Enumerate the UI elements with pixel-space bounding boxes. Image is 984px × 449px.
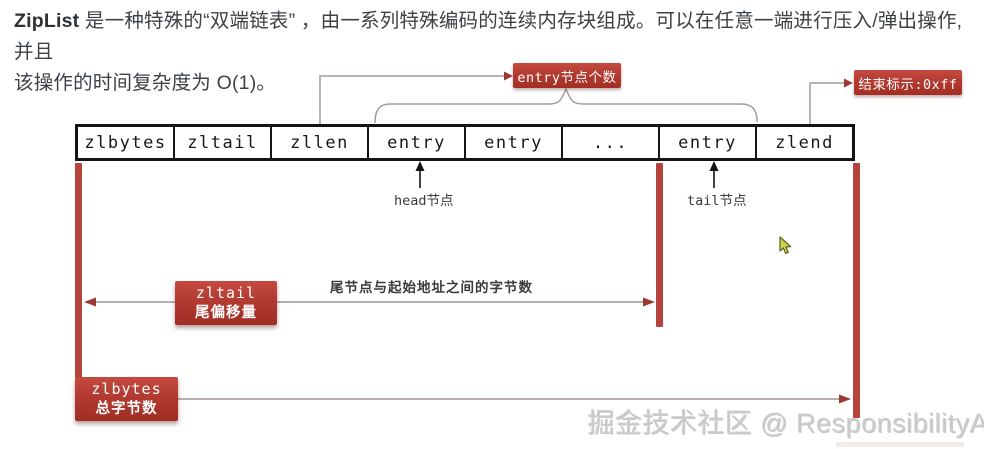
cell-entry-head: entry [369, 127, 466, 158]
zlbytes-total-badge: zlbytes 总字节数 [75, 377, 178, 421]
zltail-measure-left-arrowhead-icon [84, 297, 96, 307]
start-address-bar [75, 163, 82, 378]
tail-entry-offset-bar [656, 163, 663, 327]
entry-count-label: entry节点个数 [517, 69, 617, 86]
bottom-smudge [836, 442, 964, 447]
zltail-badge-subtitle: 尾偏移量 [195, 305, 257, 321]
cell-zllen: zllen [272, 127, 369, 158]
zltail-offset-badge: zltail 尾偏移量 [175, 281, 277, 325]
cell-zltail: zltail [175, 127, 272, 158]
zltail-badge-title: zltail [195, 284, 257, 302]
zlbytes-badge-subtitle: 总字节数 [95, 401, 158, 417]
cell-zlend: zlend [775, 132, 834, 153]
end-address-bar [853, 163, 860, 418]
intro-paragraph: ZipList 是一种特殊的“双端链表” ，由一系列特殊编码的连续内存块组成。可… [14, 6, 976, 99]
tail-node-label: tail节点 [687, 193, 747, 209]
zltail-measure-caption: 尾节点与起始地址之间的字节数 [330, 280, 533, 295]
zltail-measure-right-arrowhead-icon [643, 297, 655, 307]
cell-entry-tail: entry [660, 127, 757, 158]
zlbytes-badge-title: zlbytes [91, 380, 162, 398]
cell-entry: entry [466, 127, 563, 158]
cell-ellipsis: ... [563, 127, 660, 158]
intro-keyword: ZipList [14, 10, 80, 32]
end-marker-badge: 结束标示:0xff [854, 70, 962, 95]
head-node-arrowhead-icon [415, 161, 425, 171]
watermark-text: 掘金技术社区 @ ResponsibilityAmbiti [588, 409, 984, 439]
cell-zlbytes: zlbytes [78, 127, 175, 158]
end-marker-label: 结束标示:0xff [858, 76, 958, 93]
entry-count-badge: entry节点个数 [513, 63, 621, 88]
ziplist-structure-row: zlbytes zltail zllen entry entry ... ent… [75, 124, 855, 161]
head-node-label: head节点 [394, 193, 454, 209]
tail-node-arrowhead-icon [709, 161, 719, 171]
intro-line1: 是一种特殊的“双端链表” ，由一系列特殊编码的连续内存块组成。可以在任意一端进行… [14, 10, 963, 63]
intro-line2: 该操作的时间复杂度为 O(1)。 [14, 72, 277, 94]
mouse-cursor-icon [779, 236, 792, 254]
